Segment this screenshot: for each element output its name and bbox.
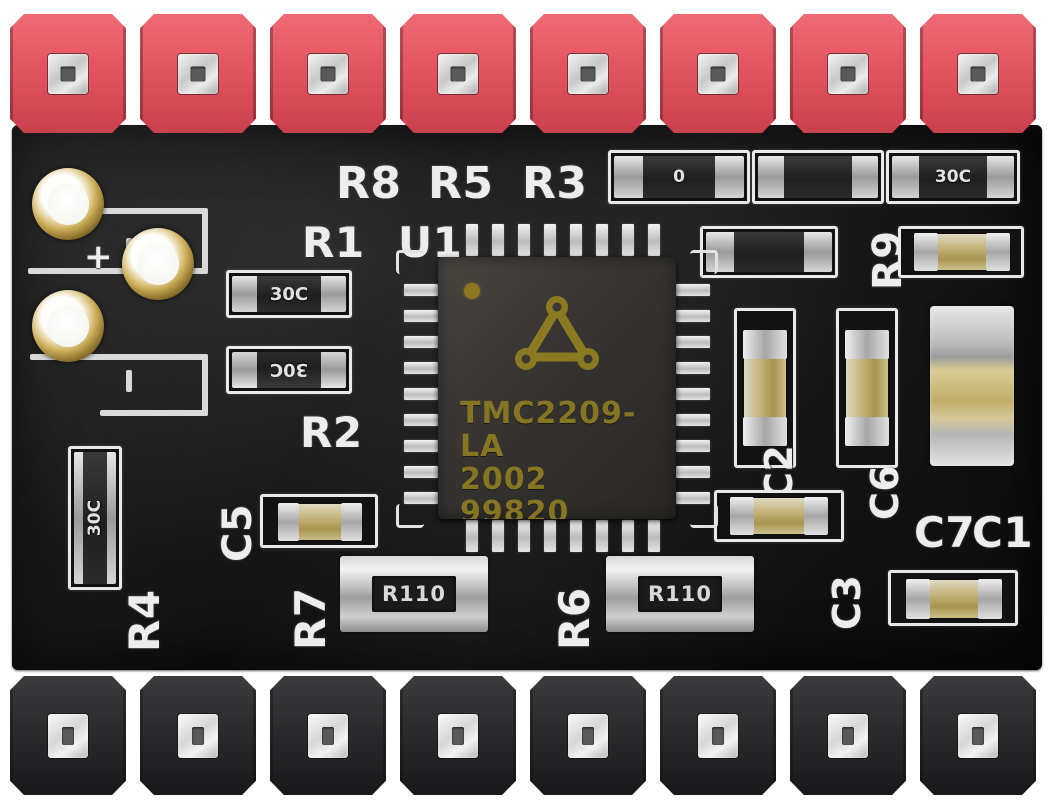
resistor-r2-marking: 30C	[269, 359, 309, 381]
silk-outline-ic-bottomleft	[396, 504, 424, 528]
header-pin-top-6[interactable]	[658, 6, 778, 141]
label-r4: R4	[120, 589, 169, 652]
label-c7: C7	[914, 508, 976, 557]
header-pin-bottom-8[interactable]	[918, 668, 1038, 800]
socket-top-1[interactable]	[48, 53, 88, 94]
silk-outline-ic-bottomright	[690, 504, 718, 528]
silk-trace-a	[28, 268, 208, 274]
header-pin-bottom-5[interactable]	[528, 668, 648, 800]
silk-trace-i	[126, 370, 132, 392]
resistor-r4: 30C	[74, 452, 116, 584]
ic-marking-line-1: TMC2209-LA	[460, 396, 637, 464]
resistor-r8-marking: 0	[673, 167, 685, 187]
ic-marking-line-2: 2002 99820	[460, 462, 570, 519]
label-c3: C3	[825, 574, 869, 630]
trinamic-logo-icon	[515, 296, 599, 370]
header-pin-top-3[interactable]	[268, 6, 388, 141]
label-c6: C6	[863, 464, 907, 520]
header-pin-top-7[interactable]	[788, 6, 908, 141]
silk-outline-ic-left	[396, 250, 424, 274]
socket-top-6[interactable]	[698, 53, 738, 94]
header-pin-top-2[interactable]	[138, 6, 258, 141]
label-c1: C1	[972, 508, 1034, 557]
socket-bottom-6[interactable]	[698, 713, 738, 758]
silk-trace-b	[202, 212, 208, 274]
socket-top-8[interactable]	[958, 53, 998, 94]
resistor-r4-marking: 30C	[84, 499, 105, 537]
header-pin-top-5[interactable]	[528, 6, 648, 141]
resistor-r3-marking: 30C	[934, 167, 972, 187]
label-r6: R6	[550, 587, 599, 650]
resistor-r1: 30C	[232, 276, 346, 312]
resistor-r3: 30C	[892, 156, 1014, 198]
header-pin-bottom-3[interactable]	[268, 668, 388, 800]
socket-bottom-7[interactable]	[828, 713, 868, 758]
header-pin-bottom-7[interactable]	[788, 668, 908, 800]
header-pin-bottom-4[interactable]	[398, 668, 518, 800]
resistor-r9	[706, 232, 832, 272]
header-pin-bottom-2[interactable]	[138, 668, 258, 800]
silk-trace-f	[100, 410, 208, 416]
label-plus-polarity: +	[84, 237, 113, 277]
inductor-r7: R110	[340, 556, 488, 632]
capacitor-bulk-right	[930, 306, 1014, 466]
bottom-pin-header[interactable]	[8, 668, 1050, 800]
header-pin-bottom-6[interactable]	[658, 668, 778, 800]
header-pin-bottom-1[interactable]	[8, 668, 128, 800]
resistor-r2: 30C	[232, 352, 346, 388]
socket-top-2[interactable]	[178, 53, 218, 94]
resistor-r5	[758, 156, 878, 198]
silk-outline-ic-right	[690, 250, 718, 274]
socket-top-5[interactable]	[568, 53, 608, 94]
label-u1: U1	[398, 218, 463, 267]
label-c5: C5	[215, 503, 261, 562]
socket-top-4[interactable]	[438, 53, 478, 94]
silk-trace-d	[202, 354, 208, 416]
ic-pin1-dot-icon	[464, 283, 480, 299]
inductor-r6-marking: R110	[637, 576, 722, 612]
header-pin-top-8[interactable]	[918, 6, 1038, 141]
label-r3: R3	[522, 158, 588, 209]
silk-trace-c	[30, 354, 208, 360]
inductor-r7-marking: R110	[371, 576, 456, 612]
socket-bottom-8[interactable]	[958, 713, 998, 758]
through-hole-1	[32, 168, 104, 240]
resistor-r1-marking: 30C	[269, 283, 309, 305]
capacitor-c2	[730, 497, 828, 535]
label-r7: R7	[286, 587, 335, 650]
resistor-r8: 0	[614, 156, 744, 198]
label-r1: R1	[302, 218, 365, 267]
socket-bottom-3[interactable]	[308, 713, 348, 758]
capacitor-top-right	[914, 233, 1010, 271]
label-r2: R2	[300, 408, 363, 457]
through-hole-3	[32, 290, 104, 362]
socket-bottom-4[interactable]	[438, 713, 478, 758]
socket-top-3[interactable]	[308, 53, 348, 94]
through-hole-2	[122, 228, 194, 300]
inductor-r6: R110	[606, 556, 754, 632]
header-pin-top-1[interactable]	[8, 6, 128, 141]
ic-u1-tmc2209: TMC2209-LA 2002 99820 GERMANY	[438, 257, 676, 519]
capacitor-c5	[278, 503, 362, 541]
top-pin-header[interactable]	[8, 6, 1050, 141]
socket-top-7[interactable]	[828, 53, 868, 94]
silk-trace-e	[100, 208, 208, 214]
capacitor-c6b	[845, 330, 889, 446]
socket-bottom-2[interactable]	[178, 713, 218, 758]
socket-bottom-5[interactable]	[568, 713, 608, 758]
pcb-board	[12, 125, 1042, 670]
socket-bottom-1[interactable]	[48, 713, 88, 758]
label-r5: R5	[428, 158, 494, 209]
capacitor-c6a	[743, 330, 787, 446]
header-pin-top-4[interactable]	[398, 6, 518, 141]
capacitor-c1	[906, 579, 1002, 619]
label-r8: R8	[336, 158, 402, 209]
